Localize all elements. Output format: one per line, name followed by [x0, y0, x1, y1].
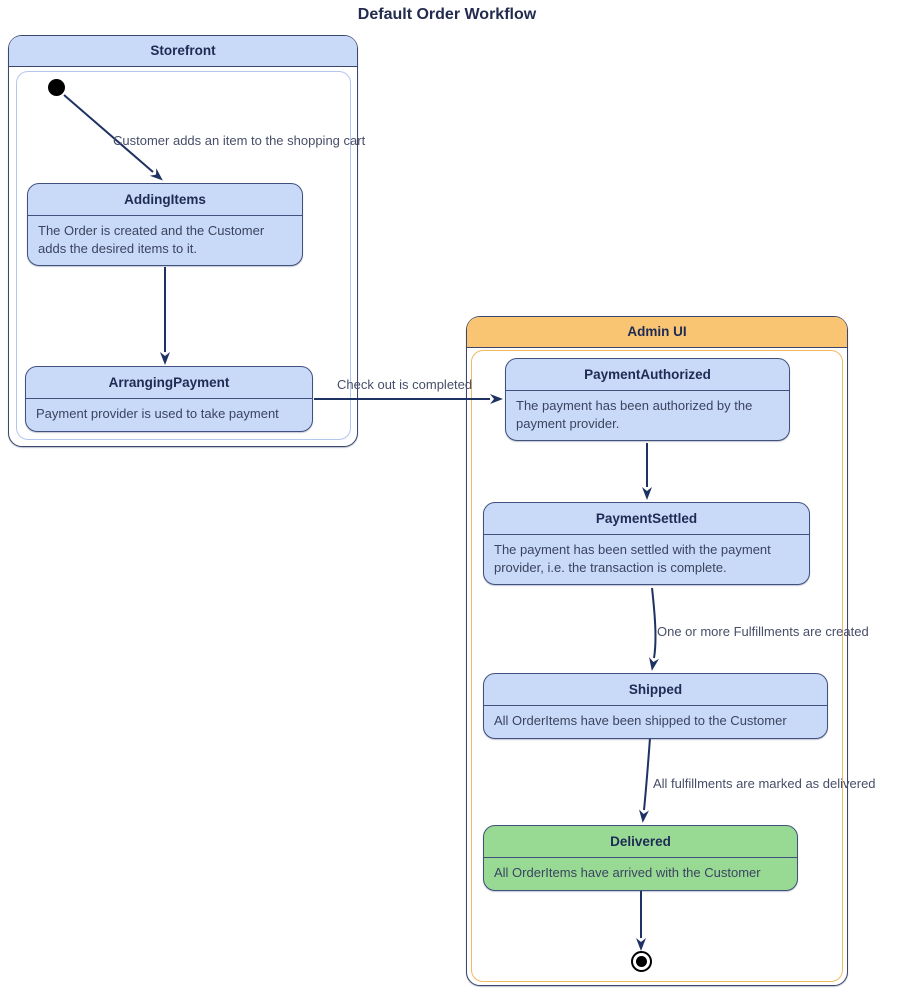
state-shipped: Shipped All OrderItems have been shipped…	[483, 673, 828, 739]
diagram-title: Default Order Workflow	[357, 6, 537, 23]
edge-shipped-to-delivered	[639, 737, 651, 823]
state-title: ArrangingPayment	[26, 367, 312, 399]
state-paymentauthorized: PaymentAuthorized The payment has been a…	[505, 358, 790, 441]
container-storefront-header: Storefront	[9, 36, 357, 67]
state-addingitems: AddingItems The Order is created and the…	[27, 183, 303, 266]
state-title: PaymentSettled	[484, 503, 809, 535]
edge-paymentsettled-to-shipped	[649, 587, 659, 671]
state-title: Delivered	[484, 826, 797, 858]
state-title: PaymentAuthorized	[506, 359, 789, 391]
edge-label-fulfillments-created: One or more Fulfillments are created	[657, 624, 869, 639]
final-state-inner-dot	[636, 956, 647, 967]
state-delivered: Delivered All OrderItems have arrived wi…	[483, 825, 798, 891]
container-admin-ui-region	[471, 350, 843, 982]
state-title: AddingItems	[28, 184, 302, 216]
edge-label-checkout-completed: Check out is completed	[337, 377, 473, 392]
state-description: The payment has been authorized by the p…	[516, 398, 753, 431]
state-description: Payment provider is used to take payment	[36, 406, 279, 421]
state-description: All OrderItems have been shipped to the …	[494, 713, 787, 728]
initial-state-dot	[48, 79, 65, 96]
state-description: All OrderItems have arrived with the Cus…	[494, 865, 761, 880]
edge-label-add-item: Customer adds an item to the shopping ca…	[113, 133, 366, 148]
final-state-icon	[631, 951, 652, 972]
container-admin-ui-header: Admin UI	[467, 317, 847, 348]
state-arrangingpayment: ArrangingPayment Payment provider is use…	[25, 366, 313, 432]
state-paymentsettled: PaymentSettled The payment has been sett…	[483, 502, 810, 585]
state-description: The Order is created and the Customer ad…	[38, 223, 265, 256]
edge-initial-to-addingitems	[63, 94, 163, 181]
edge-label-marked-delivered: All fulfillments are marked as delivered	[653, 776, 876, 791]
state-description: The payment has been settled with the pa…	[494, 542, 771, 575]
container-storefront-region	[16, 71, 351, 440]
state-title: Shipped	[484, 674, 827, 706]
